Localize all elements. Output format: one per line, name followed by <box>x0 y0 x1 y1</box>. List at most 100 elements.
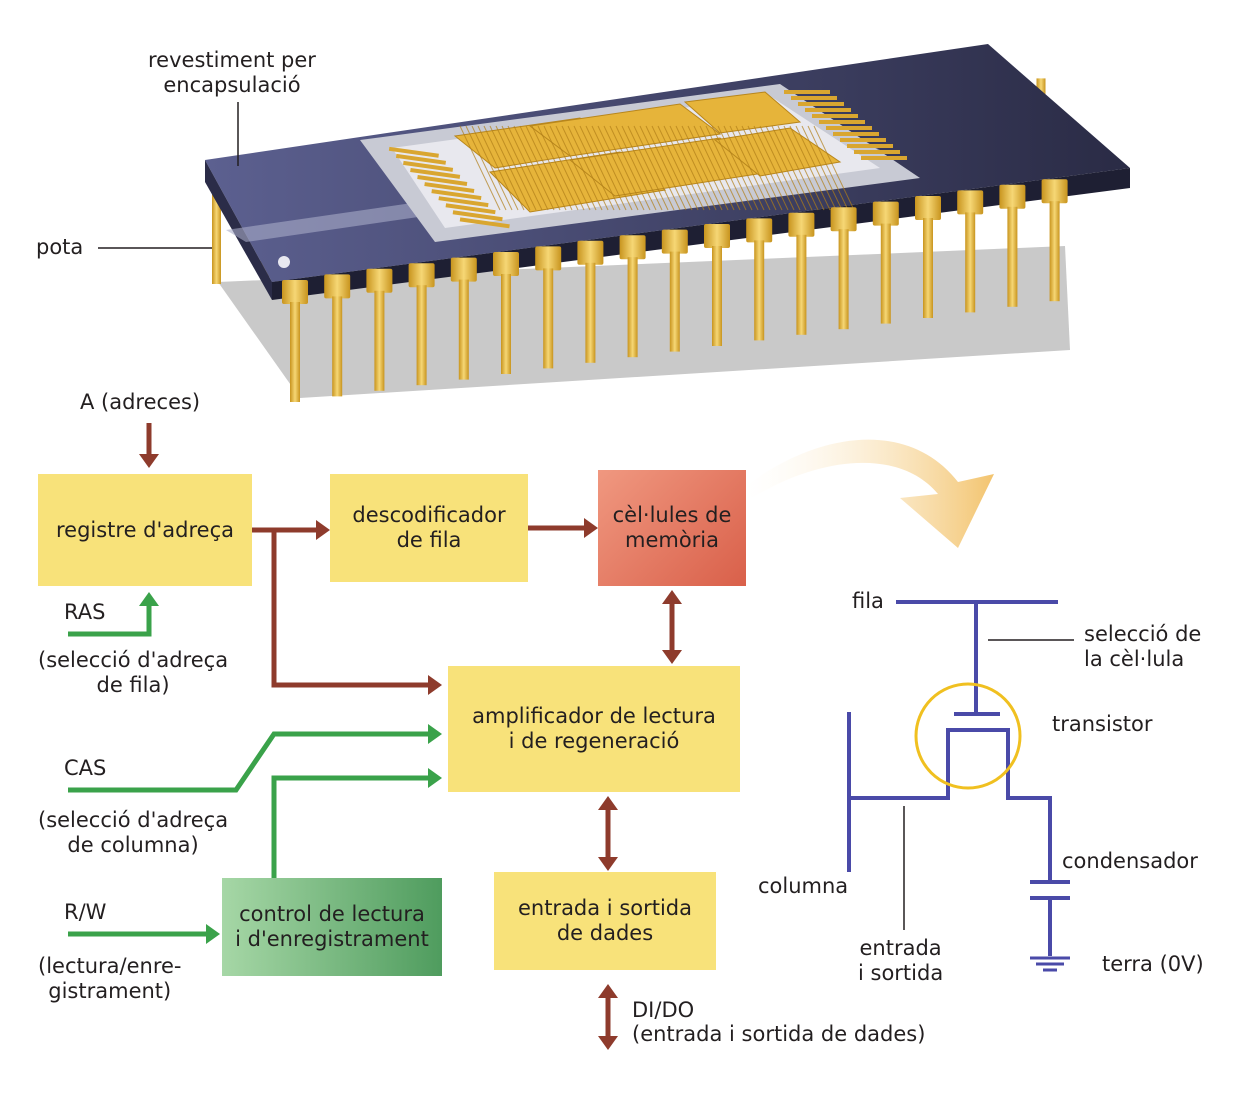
front-pin-shoulder <box>915 196 941 220</box>
block-memory-cells: cèl·lules de memòria <box>598 470 746 586</box>
front-pin-shoulder <box>324 274 351 299</box>
array-hatch-line <box>501 125 543 211</box>
label-cas-desc: (selecció d'adreça de columna) <box>38 808 229 857</box>
die-contact <box>784 90 830 94</box>
array-hatch-line <box>765 125 807 211</box>
array-hatch-line <box>633 125 675 211</box>
array-hatch-line <box>813 125 855 211</box>
front-pin-shoulder <box>661 229 688 254</box>
curved-arrow-icon <box>746 439 994 548</box>
array-hatch-line <box>603 125 645 211</box>
front-pin-shoulder <box>957 190 984 215</box>
chip-array-2 <box>528 103 722 157</box>
die-contact <box>403 160 454 172</box>
array-hatch-line <box>579 125 621 211</box>
front-pin-shoulder <box>999 184 1026 209</box>
array-hatch-line <box>459 125 501 211</box>
label-ras-desc: (selecció d'adreça de fila) <box>38 648 229 697</box>
transistor-icon <box>849 728 1052 880</box>
array-hatch-line <box>741 125 783 211</box>
front-pin-shoulder <box>450 257 477 282</box>
red-wires <box>146 423 675 1036</box>
label-rw-desc: (lectura/enre- gistrament) <box>38 954 182 1003</box>
front-pin-leg <box>838 229 849 330</box>
die-contact <box>445 203 496 215</box>
front-pin-shoulder <box>408 263 435 288</box>
ground-icon <box>1030 956 1070 972</box>
array-hatch-line <box>759 125 801 211</box>
arrow-rw-amp <box>428 768 442 788</box>
arrow-amp-down <box>598 857 618 871</box>
array-hatch-line <box>651 125 693 211</box>
front-pin-shoulder <box>493 252 519 276</box>
front-pin-shoulder <box>282 280 308 304</box>
front-pin-leg <box>923 218 933 318</box>
array-hatch-line <box>645 125 687 211</box>
array-hatch-line <box>705 125 747 211</box>
cell-schematic <box>847 600 1070 956</box>
arrow-cells-down <box>662 650 682 664</box>
label-dido: DI/DO <box>632 998 695 1022</box>
arrow-rw <box>206 924 220 944</box>
chip-array-6 <box>713 127 842 177</box>
chip-array-3 <box>683 91 802 134</box>
label-column: columna <box>758 874 849 898</box>
die-contact <box>431 189 482 201</box>
arrow-amp-up <box>598 796 618 810</box>
label-capacitor: condensador <box>1062 849 1198 873</box>
front-pin-leg <box>416 285 427 386</box>
label-cas: CAS <box>64 756 107 780</box>
array-hatch-line <box>567 125 609 211</box>
front-pin-shoulder <box>366 268 393 293</box>
array-hatch-line <box>801 125 843 211</box>
front-pin-leg <box>627 257 638 358</box>
array-hatch-line <box>465 125 507 211</box>
die-contact <box>424 182 475 194</box>
arrow-cas <box>428 724 442 744</box>
array-hatch-line <box>513 125 555 211</box>
die-contact <box>812 114 858 118</box>
front-pin-leg <box>543 268 554 369</box>
die-contact <box>805 108 851 112</box>
array-hatch-line <box>609 125 651 211</box>
array-hatch-line <box>735 125 777 211</box>
array-hatch-line <box>531 125 573 211</box>
die-contact <box>459 217 510 229</box>
front-pin-leg <box>332 296 343 397</box>
label-dido-desc: (entrada i sortida de dades) <box>632 1022 926 1046</box>
die-contact <box>840 138 886 142</box>
chip-front-pins <box>282 179 1068 402</box>
label-ground: terra (0V) <box>1102 952 1204 976</box>
arrow-dido-down <box>598 1036 618 1050</box>
array-hatch-line <box>525 125 567 211</box>
array-hatch-line <box>639 125 681 211</box>
array-hatch-line <box>561 125 603 211</box>
label-coating: revestiment per encapsulació <box>148 48 316 97</box>
front-pin-leg <box>754 240 765 341</box>
transistor-highlight <box>914 682 1022 790</box>
array-hatch-line <box>669 125 711 211</box>
array-hatch-line <box>471 125 513 211</box>
array-hatch-line <box>723 125 765 211</box>
front-pin-shoulder <box>535 246 562 271</box>
array-hatch-line <box>729 125 771 211</box>
front-pin-shoulder <box>619 235 646 260</box>
arrow-to-amp <box>428 675 442 695</box>
die-contact <box>798 102 844 106</box>
array-hatch-line <box>483 125 525 211</box>
arrow-addr-down <box>139 454 159 468</box>
block-row-decoder: descodificador de fila <box>330 474 528 582</box>
die-contact <box>847 144 893 148</box>
array-hatch-line <box>519 125 561 211</box>
label-address: A (adreces) <box>80 390 201 414</box>
die-contact <box>452 210 503 222</box>
array-hatch-line <box>753 125 795 211</box>
chip-contacts <box>388 90 907 229</box>
array-hatch-line <box>543 125 585 211</box>
arrow-ras <box>139 592 159 606</box>
array-hatch-line <box>693 125 735 211</box>
arrow-cells-up <box>662 590 682 604</box>
array-hatch-line <box>495 125 537 211</box>
